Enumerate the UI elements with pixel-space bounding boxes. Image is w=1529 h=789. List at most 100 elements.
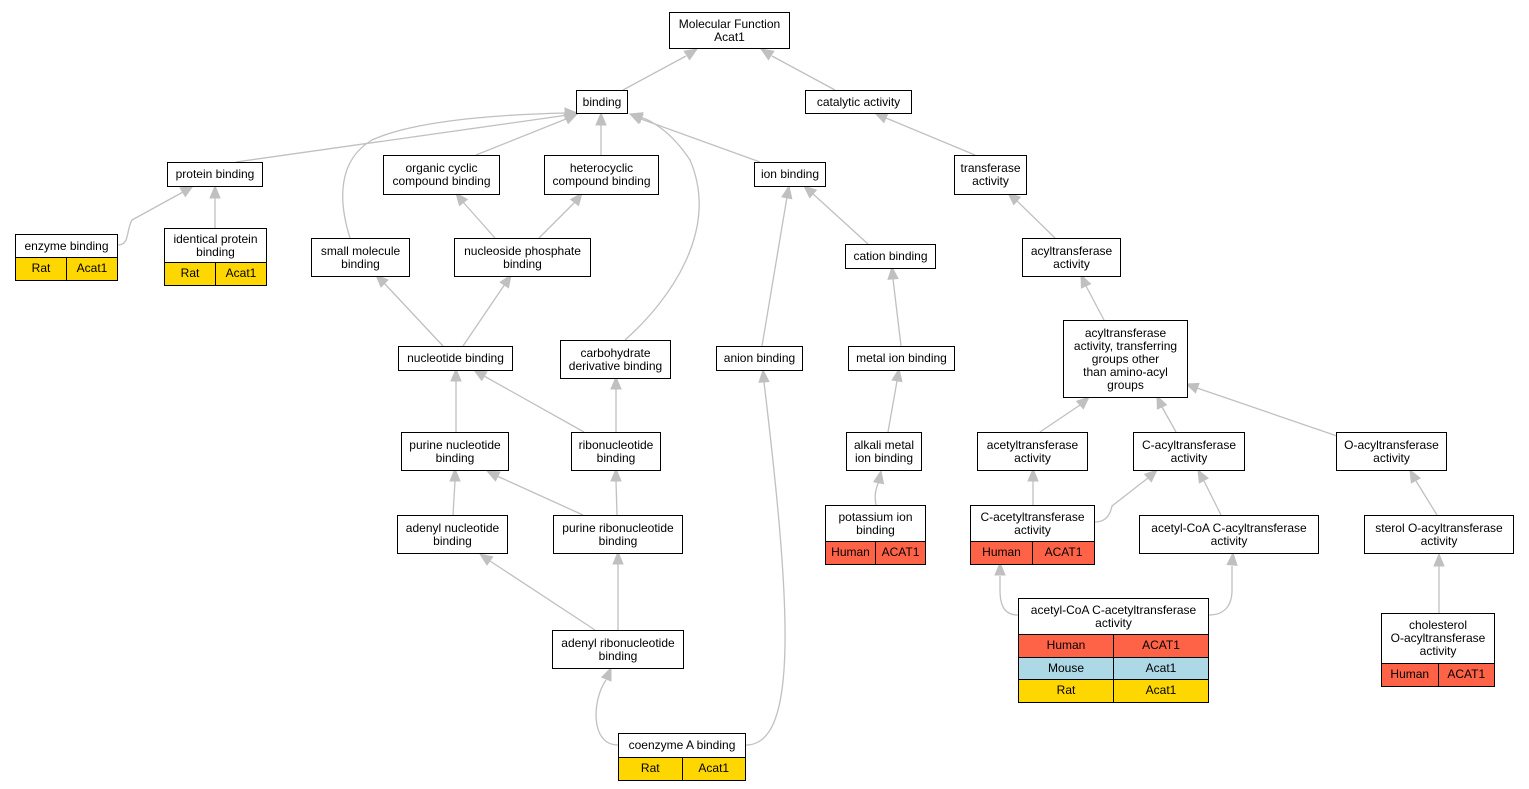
gene-cell: Acat1 (1113, 680, 1208, 702)
node-ribonucleotide[interactable]: ribonucleotide binding (571, 432, 661, 471)
node-label: Molecular Function Acat1 (678, 16, 781, 44)
node-small-molecule[interactable]: small molecule binding (311, 238, 410, 277)
arrowhead (994, 561, 1006, 576)
node-label: acetyl-CoA C-acetyltransferase activity (1030, 602, 1197, 630)
gene-cell: ACAT1 (1437, 664, 1495, 686)
edge-nucleotide-binding-to-nucleoside-phosphate (462, 283, 506, 347)
edge-c-acyltransferase-to-acyl-other (1161, 406, 1177, 433)
species-cell: Human (1046, 638, 1086, 653)
node-cation-binding[interactable]: cation binding (845, 244, 936, 269)
node-label: C-acetyltransferase activity (980, 509, 1085, 537)
arrowhead (610, 467, 622, 482)
node-acyl-other[interactable]: acyltransferase activity, transferring g… (1063, 320, 1188, 398)
node-organic-cyclic[interactable]: organic cyclic compound binding (383, 155, 500, 195)
arrowhead (179, 185, 195, 198)
edge-purine-ribonucleotide-to-purine-nucleotide (496, 475, 584, 516)
node-acetylcoa-c-acyl[interactable]: acetyl-CoA C-acyltransferase activity (1139, 515, 1319, 554)
arrowhead (610, 375, 622, 390)
node-purine-nucleotide[interactable]: purine nucleotide binding (401, 432, 509, 471)
arrowhead (1156, 394, 1168, 410)
gene-cell: ACAT1 (1032, 542, 1094, 564)
node-catalytic[interactable]: catalytic activity (805, 90, 912, 114)
edge-enzyme-binding-to-protein-binding (117, 191, 184, 246)
node-label: cation binding (853, 249, 928, 263)
arrowhead (803, 185, 818, 199)
gene-cell: Acat1 (681, 758, 746, 780)
arrowhead (209, 184, 221, 199)
arrowhead (1184, 382, 1200, 394)
node-alkali-metal[interactable]: alkali metal ion binding (846, 432, 922, 471)
edge-catalytic-to-mf (771, 55, 836, 91)
node-label: organic cyclic compound binding (392, 161, 491, 188)
node-label: ion binding (760, 167, 820, 181)
gene-cell: Acat1 (1113, 657, 1208, 679)
node-label: O-acyltransferase activity (1344, 437, 1439, 465)
edge-acetylcoa-c-acetyl-to-acetylcoa-c-acyl (1208, 566, 1233, 616)
arrowhead (569, 191, 583, 207)
node-label: coenzyme A binding (628, 738, 736, 752)
edge-o-acyltransferase-to-acyl-other (1196, 387, 1338, 437)
arrowhead (759, 48, 775, 61)
arrowhead (1433, 552, 1445, 567)
node-acetyltransferase[interactable]: acetyltransferase activity (977, 432, 1088, 471)
edge-coenzyme-a-to-adenyl-ribonucleotide (595, 679, 619, 746)
node-mf[interactable]: Molecular Function Acat1 (669, 12, 790, 49)
node-label: ribonucleotide binding (578, 437, 654, 465)
arrowhead (499, 273, 512, 289)
node-adenyl-nucleotide[interactable]: adenyl nucleotide binding (397, 515, 508, 554)
node-acyltransferase[interactable]: acyltransferase activity (1022, 238, 1121, 277)
node-heterocyclic[interactable]: heterocyclic compound binding (544, 155, 659, 195)
arrowhead (450, 367, 462, 382)
node-label: acyltransferase activity (1030, 243, 1113, 271)
node-metal-ion[interactable]: metal ion binding (848, 346, 955, 371)
gene-cell: ACAT1 (1113, 635, 1208, 657)
node-nucleoside-phosphate[interactable]: nucleoside phosphate binding (454, 238, 591, 277)
node-purine-ribonucleotide[interactable]: purine ribonucleotide binding (553, 515, 683, 554)
node-label: anion binding (723, 351, 796, 365)
node-label: adenyl nucleotide binding (405, 520, 500, 548)
node-carbohydrate-derivative[interactable]: carbohydrate derivative binding (560, 340, 671, 379)
node-label: catalytic activity (816, 94, 901, 109)
arrowhead (1027, 467, 1039, 482)
node-binding[interactable]: binding (576, 90, 628, 114)
species-cell: Rat (640, 761, 660, 776)
node-anion-binding[interactable]: anion binding (716, 346, 803, 371)
node-protein-binding[interactable]: protein binding (167, 162, 263, 187)
arrowhead (595, 111, 607, 126)
node-label: nucleotide binding (407, 351, 504, 365)
edge-acetylcoa-c-acyl-to-c-acyltransferase (1203, 480, 1222, 516)
species-cell: Human (831, 545, 870, 560)
node-nucleotide-binding[interactable]: nucleotide binding (398, 346, 513, 371)
node-ion-binding[interactable]: ion binding (754, 162, 826, 187)
node-c-acyltransferase[interactable]: C-acyltransferase activity (1133, 432, 1245, 471)
edge-metal-ion-to-cation-binding (892, 278, 902, 347)
edge-ion-binding-to-binding (640, 118, 761, 163)
edge-acyltransferase-to-transferase (1015, 199, 1056, 239)
arrowhead (873, 112, 889, 124)
node-transferase[interactable]: transferase activity (954, 155, 1027, 195)
node-adenyl-ribonucleotide[interactable]: adenyl ribonucleotide binding (552, 630, 684, 669)
node-label: acyltransferase activity, transferring g… (1073, 325, 1178, 392)
arrowhead (887, 265, 899, 280)
arrowhead (449, 467, 461, 482)
edge-alkali-metal-to-metal-ion (887, 380, 898, 433)
edge-acyl-other-to-acyltransferase (1085, 285, 1105, 321)
arrowhead (455, 191, 469, 207)
arrowhead (478, 553, 494, 566)
node-sterol-o-acyl[interactable]: sterol O-acyltransferase activity (1364, 515, 1514, 554)
gene-cell: ACAT1 (875, 542, 925, 564)
node-o-acyltransferase[interactable]: O-acyltransferase activity (1336, 432, 1447, 471)
node-label: acetyltransferase activity (986, 437, 1079, 465)
